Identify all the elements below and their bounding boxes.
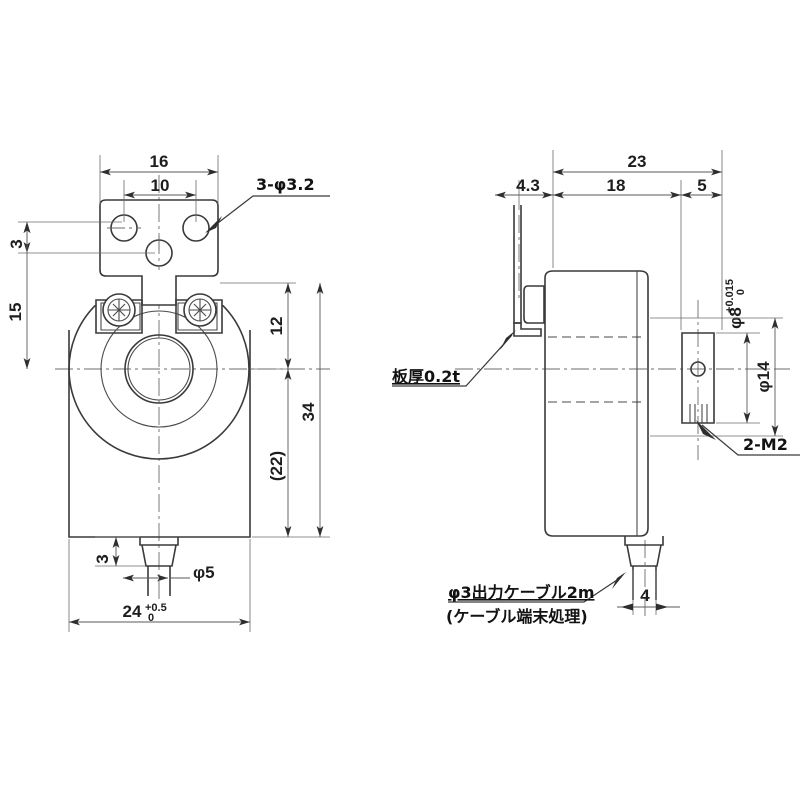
dim-body-height: (22) [267, 451, 286, 481]
side-shaft-flange [681, 332, 715, 424]
callout-thread: 2-M2 [743, 435, 788, 454]
front-cable-boss-top [139, 537, 179, 546]
side-cable-boss-taper [626, 544, 662, 567]
front-view: 16 10 3-φ3.2 3 15 12 (22) 34 3 [6, 152, 330, 632]
dim-body-width-tol-upper: +0.5 [145, 602, 167, 614]
leader-thread-callout [701, 424, 800, 456]
side-body-outline [544, 270, 649, 537]
side-view: 23 4.3 18 5 φ8 +0.015 0 φ14 2-M2 板厚0.2t [392, 150, 800, 626]
front-top-mask [60, 250, 260, 305]
front-bore-circle [124, 334, 194, 404]
side-shaft-hole [690, 361, 706, 377]
front-bracket-plate [99, 199, 219, 306]
front-body-outline [68, 330, 251, 538]
note-cable-line2: (ケーブル端末処理) [446, 607, 588, 626]
side-bracket-tab [523, 285, 545, 324]
side-thread-marks [689, 404, 708, 423]
dim-body-width-tol-lower: 0 [148, 612, 154, 624]
side-cable-boss-top [624, 536, 664, 546]
dim-shaft-length: 5 [697, 176, 706, 195]
dim-bracket-offset: 4.3 [516, 176, 540, 195]
arrow-cable-offset-right [656, 603, 668, 611]
callout-hole: 3-φ3.2 [256, 175, 315, 194]
dim-cable-offset: 4 [640, 586, 650, 605]
dim-edge-to-hole: 3 [7, 239, 26, 248]
dim-top-to-center: 15 [6, 303, 25, 322]
dim-overall-length: 23 [628, 152, 647, 171]
note-plate-thickness: 板厚0.2t [392, 367, 460, 386]
leader-plate-thickness [392, 334, 513, 387]
dim-hole-pitch: 10 [151, 176, 170, 195]
dim-body-width: 24 [123, 602, 142, 621]
dim-shaft-dia-tol-upper: +0.015 [724, 279, 736, 313]
dim-center-to-top-face: 12 [267, 317, 286, 336]
leader-hole-callout [213, 195, 330, 227]
side-bracket-foot [513, 322, 542, 337]
front-mid-circle [100, 310, 218, 428]
dim-cable-boss-height: 3 [93, 554, 112, 563]
dim-bracket-width: 16 [150, 152, 169, 171]
front-bore-inner-circle [127, 337, 191, 401]
dim-overall-height: 34 [299, 402, 318, 421]
arrow-cable-offset-left [621, 603, 633, 611]
front-cable-boss-taper [141, 544, 177, 567]
front-screw-left [102, 293, 136, 327]
leader-cable-note [448, 577, 621, 603]
leader-arrow-thread-callout [696, 420, 716, 440]
dim-body-length: 18 [607, 176, 626, 195]
note-cable-line1: φ3出力ケーブル2m [448, 583, 595, 602]
leader-arrow-hole-callout [205, 216, 222, 233]
leader-arrow-plate-thickness [500, 330, 516, 350]
front-screw-right [183, 293, 217, 327]
leader-arrow-cable-note [612, 572, 626, 589]
dim-shaft-dia-tol-lower: 0 [735, 289, 747, 295]
dim-cable-boss-dia: φ5 [193, 563, 215, 582]
dim-flange-dia: φ14 [754, 361, 773, 393]
